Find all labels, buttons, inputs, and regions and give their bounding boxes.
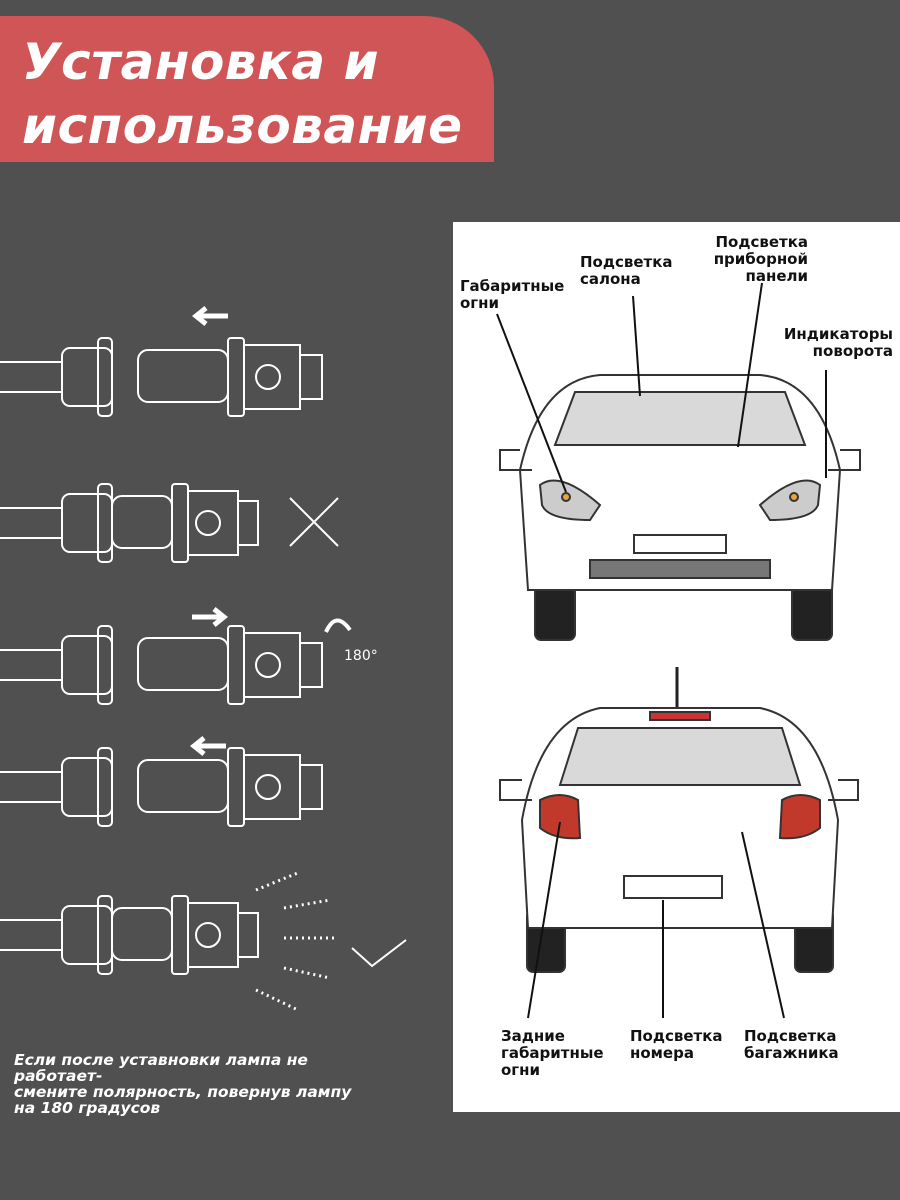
car-illustration	[496, 282, 861, 1019]
note-line-1: Если после уставновки лампа не	[14, 1051, 308, 1069]
label-trunk-light: Подсветка багажника	[744, 1027, 839, 1062]
label-dashboard-light: Подсветка приборной панели	[713, 233, 808, 285]
note-line-2: работает-	[14, 1067, 103, 1085]
label-cabin-light: Подсветка салона	[580, 253, 673, 288]
installation-steps-illustration	[0, 306, 407, 1012]
label-rear-marker-lights: Задние габаритные огни	[501, 1027, 604, 1079]
label-plate-light: Подсветка номера	[630, 1027, 723, 1062]
label-turn-indicators: Индикаторы поворота	[783, 325, 893, 360]
step-3-rotate	[0, 607, 352, 705]
title-banner: Установка и использование	[0, 16, 494, 162]
page-title: Установка и использование	[22, 30, 463, 158]
step-2-wrong	[0, 483, 339, 563]
title-line-2: использование	[22, 97, 463, 155]
car-rear	[499, 667, 859, 1019]
polarity-note: Если после уставновки лампа не работает-…	[14, 1052, 414, 1116]
label-marker-lights: Габаритные огни	[460, 277, 565, 312]
title-line-1: Установка и	[22, 33, 380, 91]
rotate-180-label: 180°	[344, 648, 378, 664]
step-5-correct	[0, 870, 407, 1012]
note-line-4: на 180 градусов	[14, 1099, 161, 1117]
step-4	[0, 736, 323, 827]
step-1	[0, 306, 323, 417]
car-front	[496, 282, 861, 641]
car-lights-diagram: Габаритные огни Подсветка салона Подсвет…	[453, 222, 900, 1112]
note-line-3: смените полярность, повернув лампу	[14, 1083, 352, 1101]
